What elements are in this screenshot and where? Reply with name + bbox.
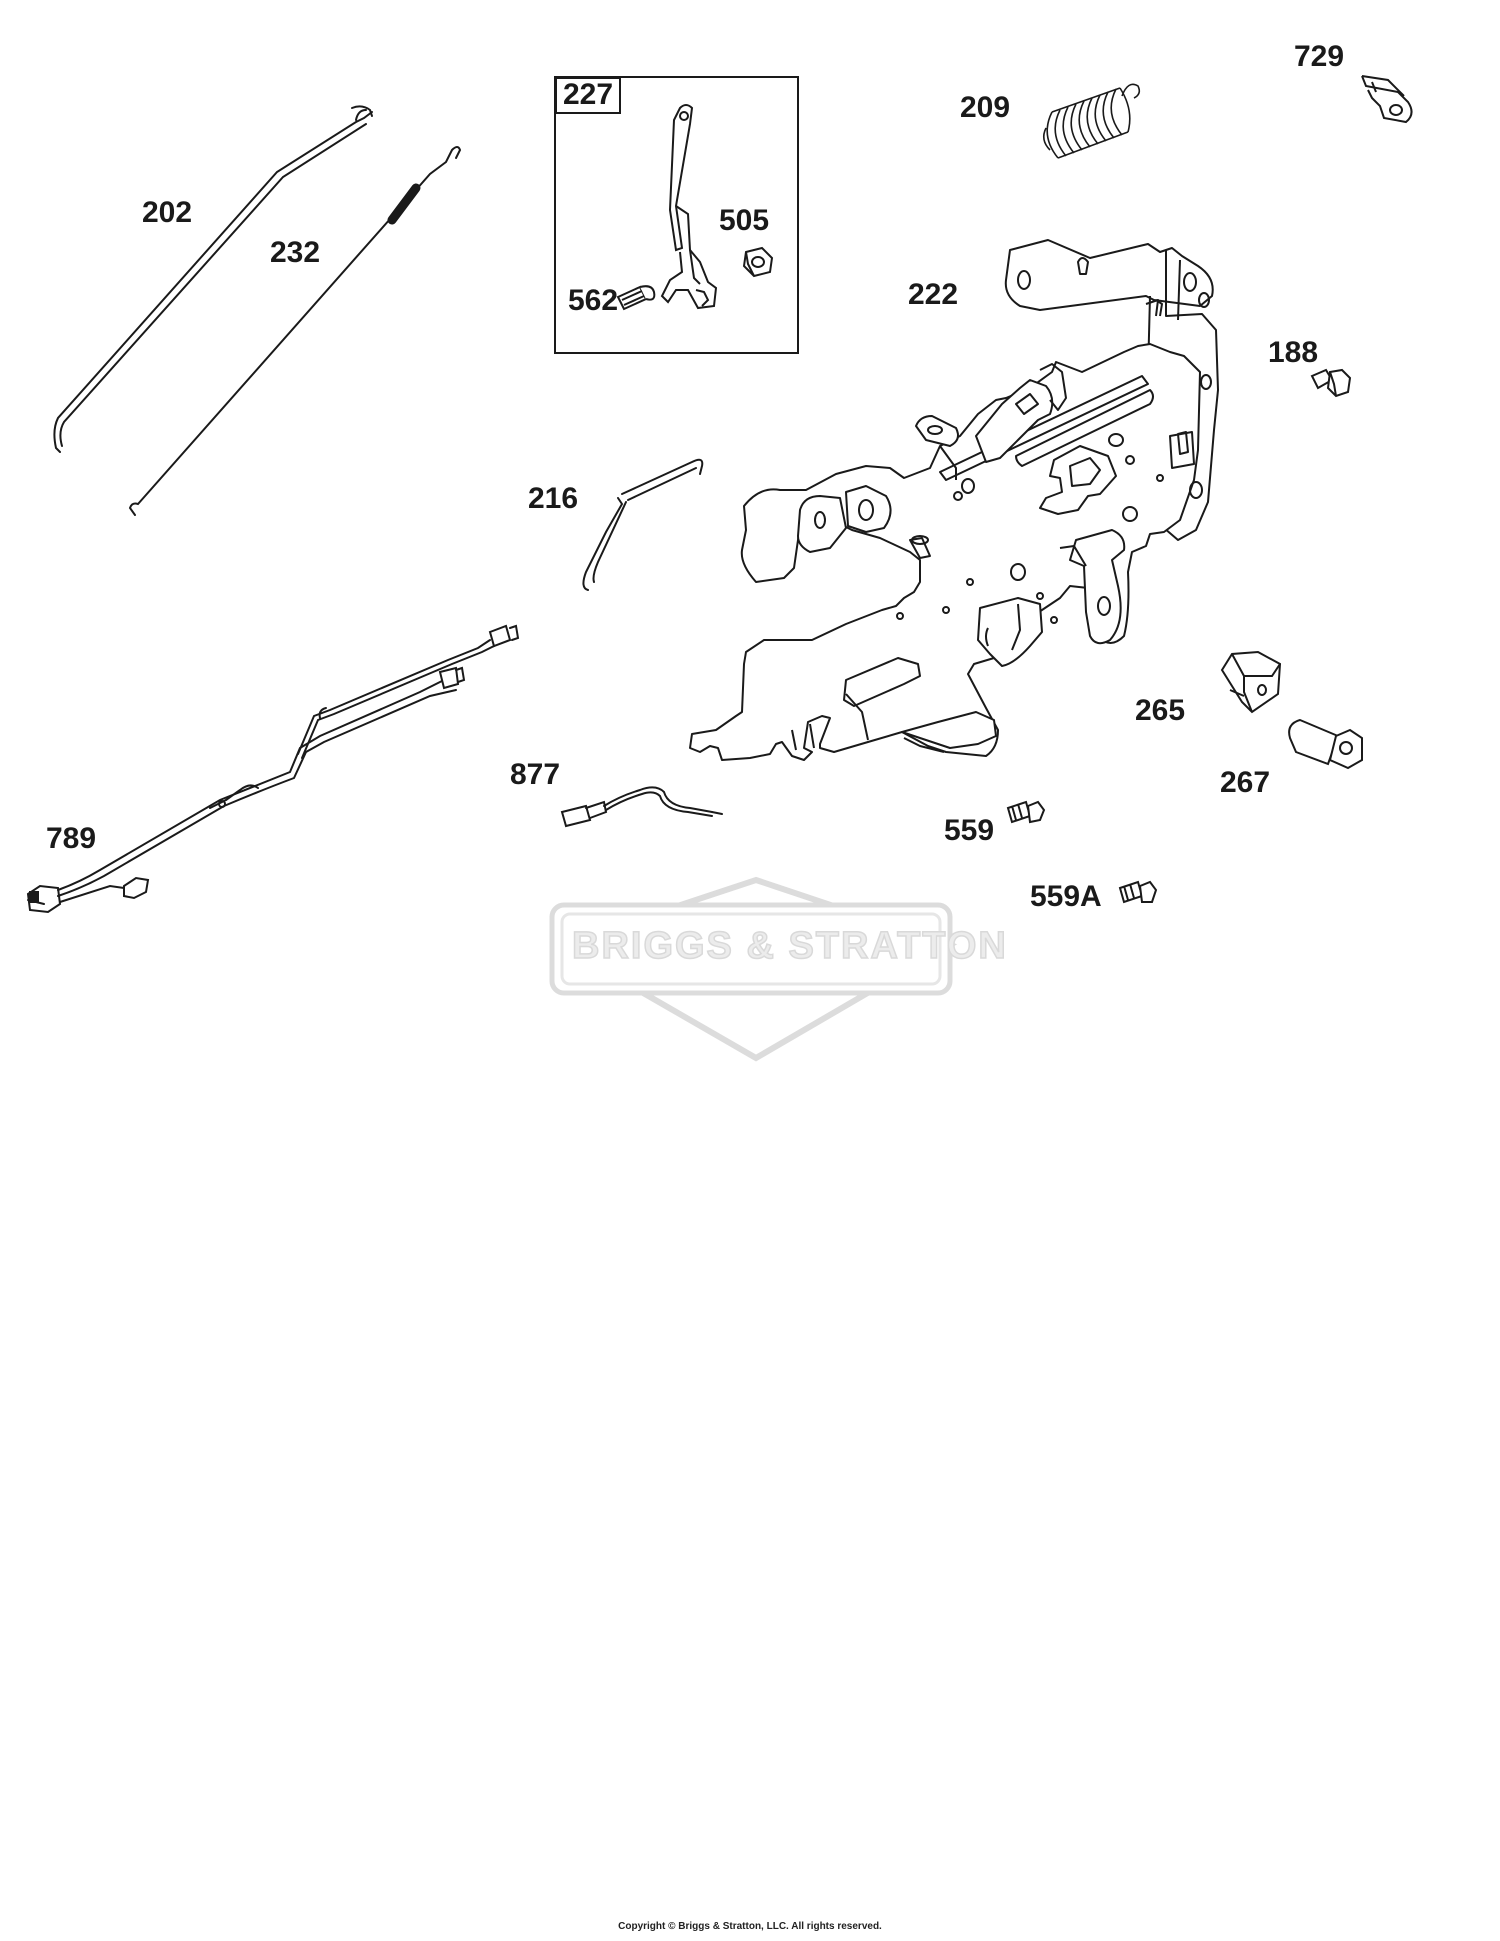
part-227-kit-box xyxy=(555,77,798,353)
callout-209: 209 xyxy=(960,91,1011,124)
callout-562: 562 xyxy=(568,284,619,317)
callout-265: 265 xyxy=(1135,694,1186,727)
callout-232: 232 xyxy=(270,236,321,269)
callout-789: 789 xyxy=(46,822,97,855)
watermark-logo xyxy=(552,880,950,1058)
callout-877: 877 xyxy=(510,758,561,791)
part-729-clip xyxy=(1362,76,1412,122)
callout-216: 216 xyxy=(528,482,579,515)
part-265-block xyxy=(1222,652,1280,712)
part-216-link xyxy=(583,460,702,590)
watermark-text: BRIGGS & STRATTON xyxy=(571,924,1008,968)
callout-729: 729 xyxy=(1294,40,1345,73)
callout-188: 188 xyxy=(1268,336,1319,369)
callout-505: 505 xyxy=(719,204,770,237)
part-267-bolt xyxy=(1289,720,1362,768)
callout-202: 202 xyxy=(142,196,193,229)
callout-267: 267 xyxy=(1220,766,1271,799)
part-559-screw xyxy=(1008,802,1044,822)
callout-559A: 559A xyxy=(1030,880,1102,913)
callout-559: 559 xyxy=(944,814,995,847)
part-789-harness xyxy=(28,626,518,912)
copyright-notice: Copyright © Briggs & Stratton, LLC. All … xyxy=(618,1921,882,1932)
part-559A-screw xyxy=(1120,882,1156,902)
part-232-spring-link xyxy=(130,147,460,515)
callout-227: 227 xyxy=(555,77,622,114)
part-222-control-bracket xyxy=(690,240,1218,760)
part-202-rod xyxy=(54,106,372,452)
part-188-bolt xyxy=(1312,370,1350,396)
part-877-wire xyxy=(562,787,722,826)
part-209-spring xyxy=(1044,84,1140,158)
callout-222: 222 xyxy=(908,278,959,311)
